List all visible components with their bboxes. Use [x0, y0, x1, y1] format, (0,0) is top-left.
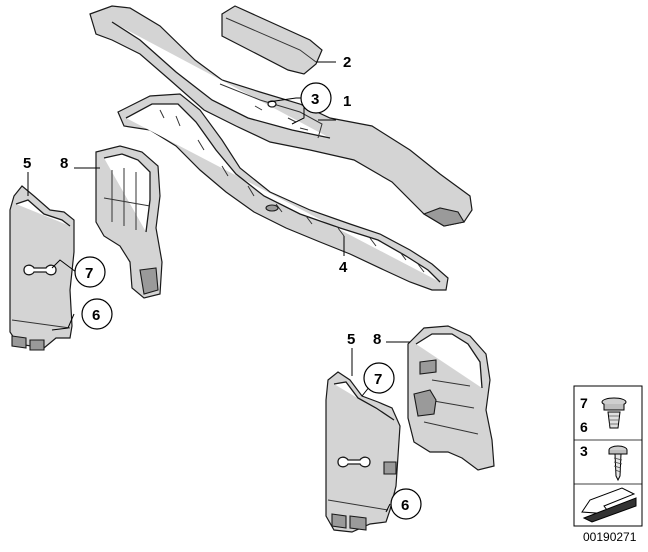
callout-7-left: 7	[85, 265, 93, 282]
callout-1: 1	[343, 93, 351, 110]
callout-circles	[74, 82, 422, 520]
screw-icon	[608, 445, 628, 482]
part-4-lower-carrier	[117, 93, 449, 291]
part-8-right-bracket	[407, 325, 495, 471]
legend-label-3: 3	[580, 443, 588, 459]
callout-labels: 2 1 3 4 5 8 7 6 5 8 7 6	[23, 54, 409, 514]
clip-fastener-icon	[601, 397, 627, 429]
callout-2: 2	[343, 54, 351, 71]
fastener-legend: 7 6 3	[573, 385, 643, 527]
part-5-left-cover	[9, 185, 75, 351]
callout-8-left: 8	[60, 155, 68, 172]
callout-5-left: 5	[23, 155, 31, 172]
callout-6-left-circle	[81, 298, 113, 330]
callout-5-right: 5	[347, 331, 355, 348]
part-8-left-bracket	[95, 145, 163, 299]
callout-8-right: 8	[373, 331, 381, 348]
callout-6-left: 6	[92, 307, 100, 324]
view-direction-arrow-icon	[581, 487, 637, 523]
callout-6-right: 6	[401, 497, 409, 514]
part-2-cover	[221, 5, 323, 75]
legend-label-7: 7	[580, 395, 588, 411]
diagram-part-number: 00190271	[583, 530, 637, 544]
callout-7-left-circle	[74, 256, 106, 288]
callout-4: 4	[339, 259, 348, 276]
legend-label-6: 6	[580, 419, 588, 435]
part-5-right-cover	[325, 371, 401, 533]
callout-6-right-circle	[390, 488, 422, 520]
part-1-upper-trim	[89, 5, 473, 227]
callout-7-right: 7	[374, 371, 382, 388]
callout-3: 3	[311, 91, 319, 108]
callout-3-circle	[300, 82, 332, 114]
callout-7-right-circle	[363, 362, 395, 394]
